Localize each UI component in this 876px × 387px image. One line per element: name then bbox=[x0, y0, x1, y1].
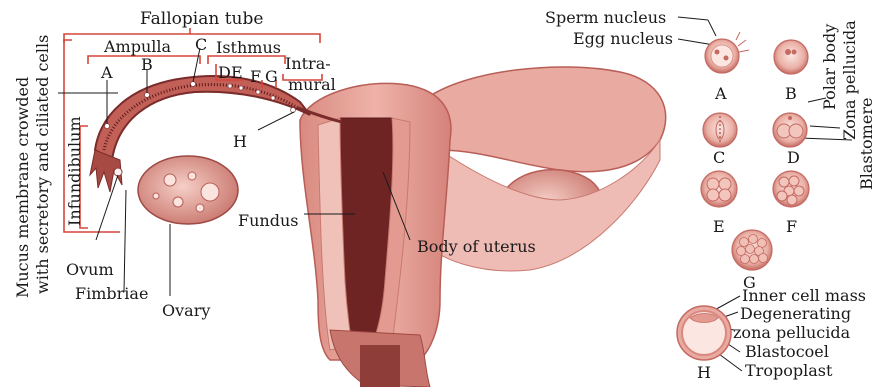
label-blastocoel: Blastocoel bbox=[745, 342, 829, 361]
stage-d-two-cell bbox=[773, 113, 807, 147]
label-ovary: Ovary bbox=[162, 301, 210, 320]
label-tropoplast: Tropoplast bbox=[745, 361, 833, 380]
label-letter-b: B bbox=[141, 55, 153, 74]
stage-label-d: D bbox=[787, 148, 800, 167]
left-ovary bbox=[138, 156, 238, 224]
label-mucus-line-2: with secretory and ciliated cells bbox=[33, 35, 52, 294]
label-letter-h: H bbox=[233, 132, 247, 151]
stage-label-f: F bbox=[786, 217, 797, 236]
vagina bbox=[360, 345, 400, 387]
stage-g-morula bbox=[732, 230, 772, 270]
label-sperm-nucleus: Sperm nucleus bbox=[545, 8, 666, 27]
stage-e-four-cell bbox=[701, 171, 737, 207]
label-letter-g: G bbox=[265, 67, 278, 86]
label-ovum: Ovum bbox=[66, 260, 114, 279]
label-blastomere: Blastomere bbox=[857, 98, 876, 190]
label-fundus: Fundus bbox=[238, 211, 298, 230]
label-zona-pellucida-2: zona pellucida bbox=[733, 323, 851, 342]
label-infundibulum: Infundibulum bbox=[65, 116, 84, 226]
label-mucus-line-1: Mucus membrane crowded bbox=[13, 77, 32, 298]
stage-label-a: A bbox=[714, 84, 727, 103]
stage-h-blastocyst bbox=[677, 306, 731, 360]
left-fallopian-tube bbox=[95, 76, 310, 160]
label-letter-c: C bbox=[195, 35, 207, 54]
stage-label-b: B bbox=[785, 84, 797, 103]
stage-label-h: H bbox=[697, 363, 711, 382]
label-isthmus: Isthmus bbox=[216, 38, 281, 57]
stage-b-zygote-polar-body bbox=[774, 40, 808, 74]
label-fimbriae: Fimbriae bbox=[75, 284, 148, 303]
label-polar-body: Polar body bbox=[820, 24, 839, 110]
label-inner-cell-mass: Inner cell mass bbox=[742, 286, 866, 305]
label-intramural-2: mural bbox=[288, 75, 336, 94]
right-tube-mass bbox=[430, 67, 666, 172]
stage-a-zygote bbox=[705, 32, 749, 73]
label-body-of-uterus: Body of uterus bbox=[417, 237, 536, 256]
label-degenerating: Degenerating bbox=[740, 304, 851, 323]
stage-label-e: E bbox=[713, 217, 725, 236]
stage-f-eight-cell bbox=[773, 171, 809, 207]
stage-label-c: C bbox=[713, 148, 725, 167]
label-ampulla: Ampulla bbox=[103, 37, 172, 56]
label-egg-nucleus: Egg nucleus bbox=[573, 29, 673, 48]
label-letter-a: A bbox=[100, 63, 113, 82]
stage-c-first-division bbox=[703, 113, 737, 147]
label-letter-f: F bbox=[250, 67, 261, 86]
label-letter-d: D bbox=[218, 63, 231, 82]
ovum-dot bbox=[114, 168, 122, 176]
label-fallopian-tube: Fallopian tube bbox=[140, 9, 263, 29]
label-letter-e: E bbox=[231, 63, 243, 82]
label-intramural-1: Intra- bbox=[285, 54, 331, 73]
